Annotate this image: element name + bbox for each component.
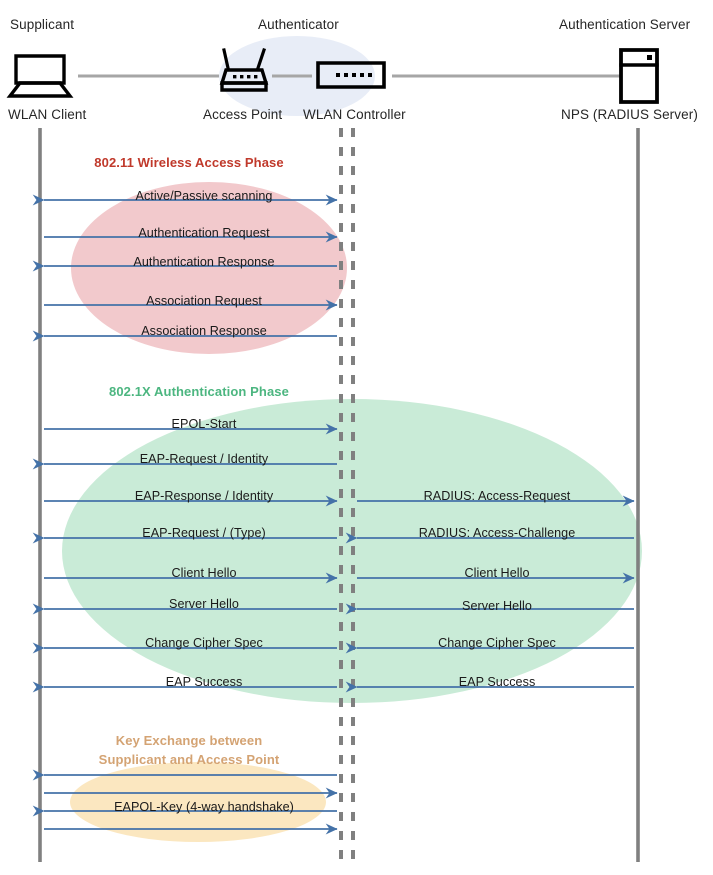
message-arrow-group: [32, 194, 635, 835]
actor-role-title-2: Authenticator: [258, 17, 339, 32]
phase-key-exchange-region: [70, 762, 326, 842]
actor-caption-1: WLAN Client: [8, 107, 87, 122]
message-label-1: Active/Passive scanning: [135, 189, 273, 203]
message-label-7: EAP-Request / Identity: [139, 452, 269, 466]
device-icon-group: [6, 47, 659, 104]
message-label-9: RADIUS: Access-Request: [423, 489, 571, 503]
wireless-access-point-icon-led-3: [247, 75, 251, 79]
message-label-15: Server Hello: [462, 599, 532, 613]
laptop-icon-base: [6, 81, 74, 98]
message-label-11: RADIUS: Access-Challenge: [418, 526, 576, 540]
actor-role-title-1: Supplicant: [10, 17, 75, 32]
actor-role-title-4: Authentication Server: [559, 17, 691, 32]
message-label-18: EAP Success: [165, 675, 243, 689]
server-tower-icon-body: [619, 48, 659, 104]
wireless-access-point-icon-foot: [220, 81, 268, 92]
message-label-14: Server Hello: [169, 597, 239, 611]
phase-802-11-region: [71, 182, 347, 354]
message-label-2: Authentication Request: [138, 226, 270, 240]
actor-caption-3: WLAN Controller: [303, 107, 406, 122]
message-label-19: EAP Success: [458, 675, 536, 689]
message-label-6: EPOL-Start: [171, 417, 237, 431]
server-tower-icon-indicator: [647, 55, 652, 60]
actor-caption-2: Access Point: [203, 107, 283, 122]
wireless-access-point-icon-antenna-left: [222, 48, 230, 70]
message-label-10: EAP-Request / (Type): [142, 526, 266, 540]
actor-caption-4: NPS (RADIUS Server): [561, 107, 698, 122]
network-controller-icon-led-5: [368, 73, 372, 77]
message-label-20: EAPOL-Key (4-way handshake): [114, 800, 294, 814]
wireless-access-point-icon-led-1: [233, 75, 237, 79]
wireless-access-point-icon-antenna-right: [255, 47, 267, 71]
message-label-13: Client Hello: [464, 566, 530, 580]
message-label-3: Authentication Response: [133, 255, 275, 269]
lifeline-group: [38, 128, 640, 862]
network-controller-icon-led-1: [336, 73, 340, 77]
phase-802-1x-label: 802.1X Authentication Phase: [109, 384, 289, 399]
message-label-17: Change Cipher Spec: [438, 636, 556, 650]
laptop-icon-screen: [14, 54, 66, 85]
message-label-5: Association Response: [141, 324, 267, 338]
message-label-4: Association Request: [146, 294, 262, 308]
message-label-12: Client Hello: [171, 566, 237, 580]
wireless-access-point-icon-led-2: [240, 75, 244, 79]
network-controller-icon-body: [316, 61, 386, 89]
message-label-16: Change Cipher Spec: [145, 636, 263, 650]
topology-link-group: [78, 36, 620, 116]
message-label-8: EAP-Response / Identity: [134, 489, 274, 503]
network-controller-icon-led-3: [352, 73, 356, 77]
network-controller-icon-led-2: [344, 73, 348, 77]
wireless-access-point-icon-led-4: [254, 75, 258, 79]
phase-802-11-label: 802.11 Wireless Access Phase: [94, 155, 284, 170]
network-controller-icon-led-4: [360, 73, 364, 77]
